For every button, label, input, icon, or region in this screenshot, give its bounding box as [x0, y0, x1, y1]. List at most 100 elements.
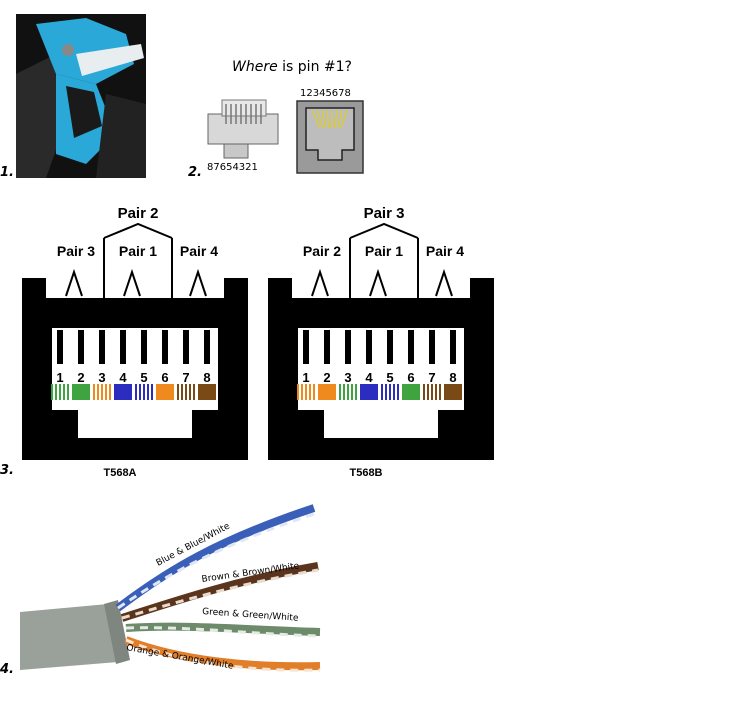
pin-number: 3 [344, 370, 351, 385]
wire-stripe [177, 384, 179, 400]
contact-pin [387, 330, 393, 364]
wire-stripe [105, 384, 107, 400]
contact-pin [99, 330, 105, 364]
standard-label: T568A [103, 467, 136, 479]
wire-stripe [389, 384, 391, 400]
wire-solid [156, 384, 174, 400]
panel-number-1: 1. [0, 165, 14, 180]
wire-solid [114, 384, 132, 400]
wire-stripe [355, 384, 357, 400]
wire-stripe [93, 384, 95, 400]
wire-stripe [301, 384, 303, 400]
contact-pin [345, 330, 351, 364]
pin-number: 1 [56, 370, 63, 385]
pin-number: 6 [407, 370, 414, 385]
wire-stripe [51, 384, 53, 400]
wire-stripe [381, 384, 383, 400]
contact-pin [366, 330, 372, 364]
pair-right-label: Pair 4 [180, 243, 218, 259]
jack-opening [298, 328, 464, 438]
pair-top-label: Pair 2 [118, 205, 159, 222]
wire-stripe [181, 384, 183, 400]
contact-pin [303, 330, 309, 364]
wire-solid [72, 384, 90, 400]
panel-number-4: 4. [0, 662, 14, 677]
pin-number: 3 [98, 370, 105, 385]
wire-stripe [305, 384, 307, 400]
pin-number: 8 [203, 370, 210, 385]
pair-left-label: Pair 2 [303, 243, 341, 259]
wire-stripe [297, 384, 299, 400]
panel-number-3: 3. [0, 463, 14, 478]
wire-stripe [435, 384, 437, 400]
pin-number: 4 [365, 370, 373, 385]
wire-stripe [309, 384, 311, 400]
pin-number: 8 [449, 370, 456, 385]
wire-stripe [431, 384, 433, 400]
pin-number: 4 [119, 370, 127, 385]
pin-number: 2 [323, 370, 330, 385]
pair-caret [65, 268, 83, 297]
wire-stripe [55, 384, 57, 400]
rj45-jack [296, 100, 364, 174]
wire-stripe [139, 384, 141, 400]
contact-pin [57, 330, 63, 364]
jack-opening [52, 328, 218, 438]
pair-center-label: Pair 1 [119, 243, 157, 259]
wire-stripe [67, 384, 69, 400]
jack-pin-numbers: 12345678 [300, 88, 351, 99]
wire-solid [318, 384, 336, 400]
wire-stripe [439, 384, 441, 400]
wire-stripe [385, 384, 387, 400]
wire-stripe [147, 384, 149, 400]
pair-top-bracket [349, 222, 419, 239]
contact-pin [408, 330, 414, 364]
contact-pin [183, 330, 189, 364]
pin-number: 5 [386, 370, 393, 385]
wire-stripe [427, 384, 429, 400]
pair-caret [311, 268, 329, 297]
wire-solid [402, 384, 420, 400]
wire-stripe [347, 384, 349, 400]
standard-label: T568B [349, 467, 382, 479]
wire-stripe [63, 384, 65, 400]
wire-stripe [185, 384, 187, 400]
pin-number: 7 [428, 370, 435, 385]
wire-solid [198, 384, 216, 400]
contact-pin [429, 330, 435, 364]
wire-stripe [193, 384, 195, 400]
pin-number: 6 [161, 370, 168, 385]
wire-stripe [151, 384, 153, 400]
wire-stripe [339, 384, 341, 400]
pair-caret [123, 268, 141, 297]
wire-stripe [109, 384, 111, 400]
contact-pin [78, 330, 84, 364]
pin-number: 7 [182, 370, 189, 385]
pair-right-label: Pair 4 [426, 243, 464, 259]
contact-pin [162, 330, 168, 364]
wire-stripe [59, 384, 61, 400]
wire-stripe [351, 384, 353, 400]
plug-pin-numbers: 87654321 [207, 162, 258, 173]
wire-stripe [343, 384, 345, 400]
wire-solid [360, 384, 378, 400]
wire-stripe [97, 384, 99, 400]
wire-stripe [101, 384, 103, 400]
wire-stripe [135, 384, 137, 400]
contact-pin [450, 330, 456, 364]
wire-stripe [143, 384, 145, 400]
pin-number: 1 [302, 370, 309, 385]
contact-pin [324, 330, 330, 364]
wire-stripe [189, 384, 191, 400]
pair-caret [369, 268, 387, 297]
wire-stripe [313, 384, 315, 400]
wire-solid [444, 384, 462, 400]
pair-caret [189, 268, 207, 297]
pair-top-bracket [103, 222, 173, 239]
contact-pin [141, 330, 147, 364]
wire-stripe [397, 384, 399, 400]
wire-stripe [393, 384, 395, 400]
crimp-tool-photo [16, 14, 146, 178]
pin-number: 2 [77, 370, 84, 385]
